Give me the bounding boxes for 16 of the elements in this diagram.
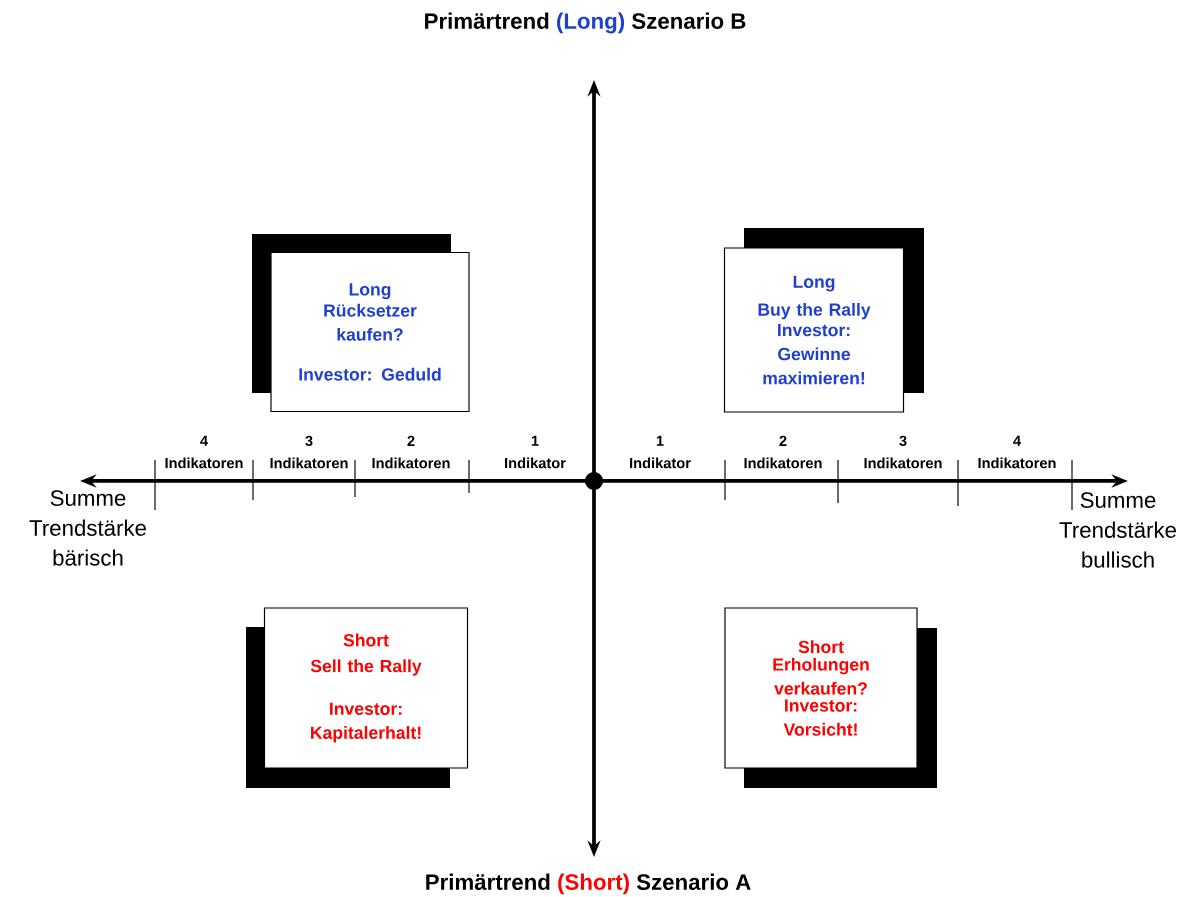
tick-label: 2 Indikatoren [744, 435, 822, 469]
tick-label: 1 Indikator [630, 435, 691, 469]
shadowed-box: Long Buy the Rally Investor: Gewinne maximieren! [723, 228, 924, 413]
tick-label: 2 Indikatoren [372, 435, 450, 469]
tick-label: 1 Indikator [505, 435, 566, 469]
title: Primärtrend (Short) Szenario A [426, 873, 751, 895]
title: Primärtrend (Long) Szenario B [425, 12, 746, 34]
tick-label: 3 Indikatoren [270, 435, 348, 469]
shadowed-box: Long Rücksetzer kaufen? Investor: Geduld [252, 234, 470, 413]
axis-label: Summe Trendstärke bärisch [29, 490, 146, 566]
tick-label: 4 Indikatoren [165, 435, 243, 469]
shadowed-box: Short Sell the Rally Investor: Kapitalerhalt! [246, 607, 469, 788]
tick-label: 3 Indikatoren [864, 435, 942, 469]
tick-label: 4 Indikatoren [978, 435, 1056, 469]
axis-label: Summe Trendstärke bullisch [1059, 492, 1176, 568]
shadowed-box: Short Erholungen verkaufen? Investor: Vorsicht! [724, 607, 937, 788]
